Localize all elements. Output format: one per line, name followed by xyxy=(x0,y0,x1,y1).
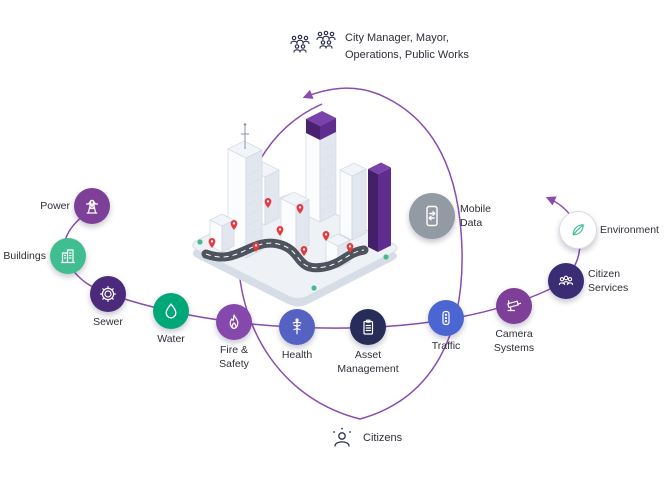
clipboard-icon xyxy=(363,319,374,335)
node-label: Environment xyxy=(600,223,659,236)
citizen-services-circle xyxy=(548,263,584,299)
power-circle xyxy=(74,188,110,224)
gear-icon xyxy=(100,286,116,302)
node-label: Asset Management xyxy=(337,349,399,376)
people-group-icon xyxy=(290,34,310,53)
citizens-block: Citizens xyxy=(328,424,402,452)
traffic-circle xyxy=(428,300,464,336)
cctv-icon xyxy=(507,300,522,312)
people-group-icon xyxy=(316,30,336,49)
managers-block: City Manager, Mayor, Operations, Public … xyxy=(288,30,469,64)
mobile-data-circle xyxy=(409,193,455,239)
mobile-data-icon xyxy=(426,205,438,227)
managers-label: City Manager, Mayor, Operations, Public … xyxy=(345,32,469,62)
fire-safety-circle xyxy=(216,304,252,340)
node-label: Power xyxy=(40,199,70,212)
node-label: Camera Systems xyxy=(493,328,535,355)
water-circle xyxy=(153,293,189,329)
node-label: Sewer xyxy=(93,316,123,328)
power-tower-icon xyxy=(85,199,99,214)
asset-management-circle xyxy=(350,309,386,345)
city-illustration xyxy=(192,111,398,307)
node-label: Mobile Data xyxy=(460,202,491,229)
node-label: Traffic xyxy=(431,340,461,352)
environment-circle xyxy=(559,211,597,249)
node-label: Health xyxy=(281,349,313,361)
leaf-icon xyxy=(572,224,584,236)
node-label: Buildings xyxy=(3,249,46,262)
node-label: Citizen Services xyxy=(588,267,629,294)
traffic-light-icon xyxy=(442,310,450,326)
caduceus-icon xyxy=(292,318,302,335)
buildings-icon xyxy=(60,249,76,264)
buildings-circle xyxy=(50,238,86,274)
managers-icons xyxy=(288,30,338,54)
sewer-circle xyxy=(90,276,126,312)
node-label: Fire & Safety xyxy=(219,344,249,371)
citizen-person-icon xyxy=(333,427,351,447)
citizens-label: Citizens xyxy=(363,432,403,444)
health-circle xyxy=(279,309,315,345)
camera-systems-circle xyxy=(496,288,532,324)
people-icon xyxy=(558,275,574,286)
flame-icon xyxy=(229,314,239,329)
water-drop-icon xyxy=(165,303,177,319)
node-label: Water xyxy=(157,333,185,345)
